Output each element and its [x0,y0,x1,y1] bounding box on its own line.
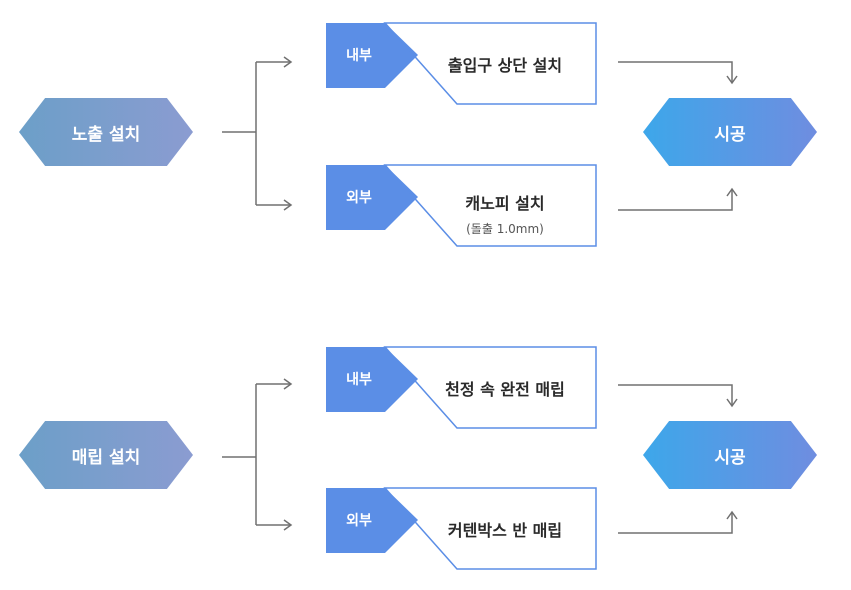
method-label: 노출 설치 [71,124,141,145]
method-hexagon: 노출 설치 [19,98,193,166]
option-box-shape [326,164,597,247]
method-hexagon: 매립 설치 [19,421,193,489]
arrow-head [726,398,738,408]
connector-branch [222,383,290,526]
result-label: 시공 [714,124,746,145]
option-text: 캐노피 설치 [465,194,545,213]
option-text-box: 천정 속 완전 매립 [421,346,589,429]
result-label: 시공 [714,447,746,468]
method-label: 매립 설치 [71,447,141,468]
arrow-head [283,199,293,211]
option-subtext: (돌출 1.0mm) [466,222,544,236]
option-box-internal: 내부 천정 속 완전 매립 [325,346,597,429]
option-text-box: 캐노피 설치 (돌출 1.0mm) [421,164,589,247]
tag-label: 외부 [346,513,372,529]
arrow-head [726,510,738,520]
option-box-shape [326,487,597,570]
connector-merge-top [618,384,733,405]
option-text: 천정 속 완전 매립 [445,379,565,399]
connector-merge-bottom [618,513,733,534]
arrow-head [726,187,738,197]
option-text: 출입구 상단 설치 [447,55,563,75]
tag-label: 내부 [346,48,372,64]
arrow-head [726,75,738,85]
connector-merge-bottom [618,190,733,211]
connector-merge-top [618,61,733,82]
tag-label: 내부 [346,372,372,388]
option-text-box: 출입구 상단 설치 [421,22,589,105]
arrow-head [283,378,293,390]
result-hexagon: 시공 [643,421,817,489]
arrow-head [283,56,293,68]
result-hexagon: 시공 [643,98,817,166]
tag-label: 외부 [346,190,372,206]
option-text-box: 커텐박스 반 매립 [421,487,589,570]
arrow-head [283,519,293,531]
option-box-internal: 내부 출입구 상단 설치 [325,22,597,105]
option-box-external: 외부 커텐박스 반 매립 [325,487,597,570]
option-box-shape [326,346,597,429]
connector-branch [222,61,290,206]
option-box-shape [326,22,597,105]
option-box-external: 외부 캐노피 설치 (돌출 1.0mm) [325,164,597,247]
option-text: 커텐박스 반 매립 [447,520,563,540]
